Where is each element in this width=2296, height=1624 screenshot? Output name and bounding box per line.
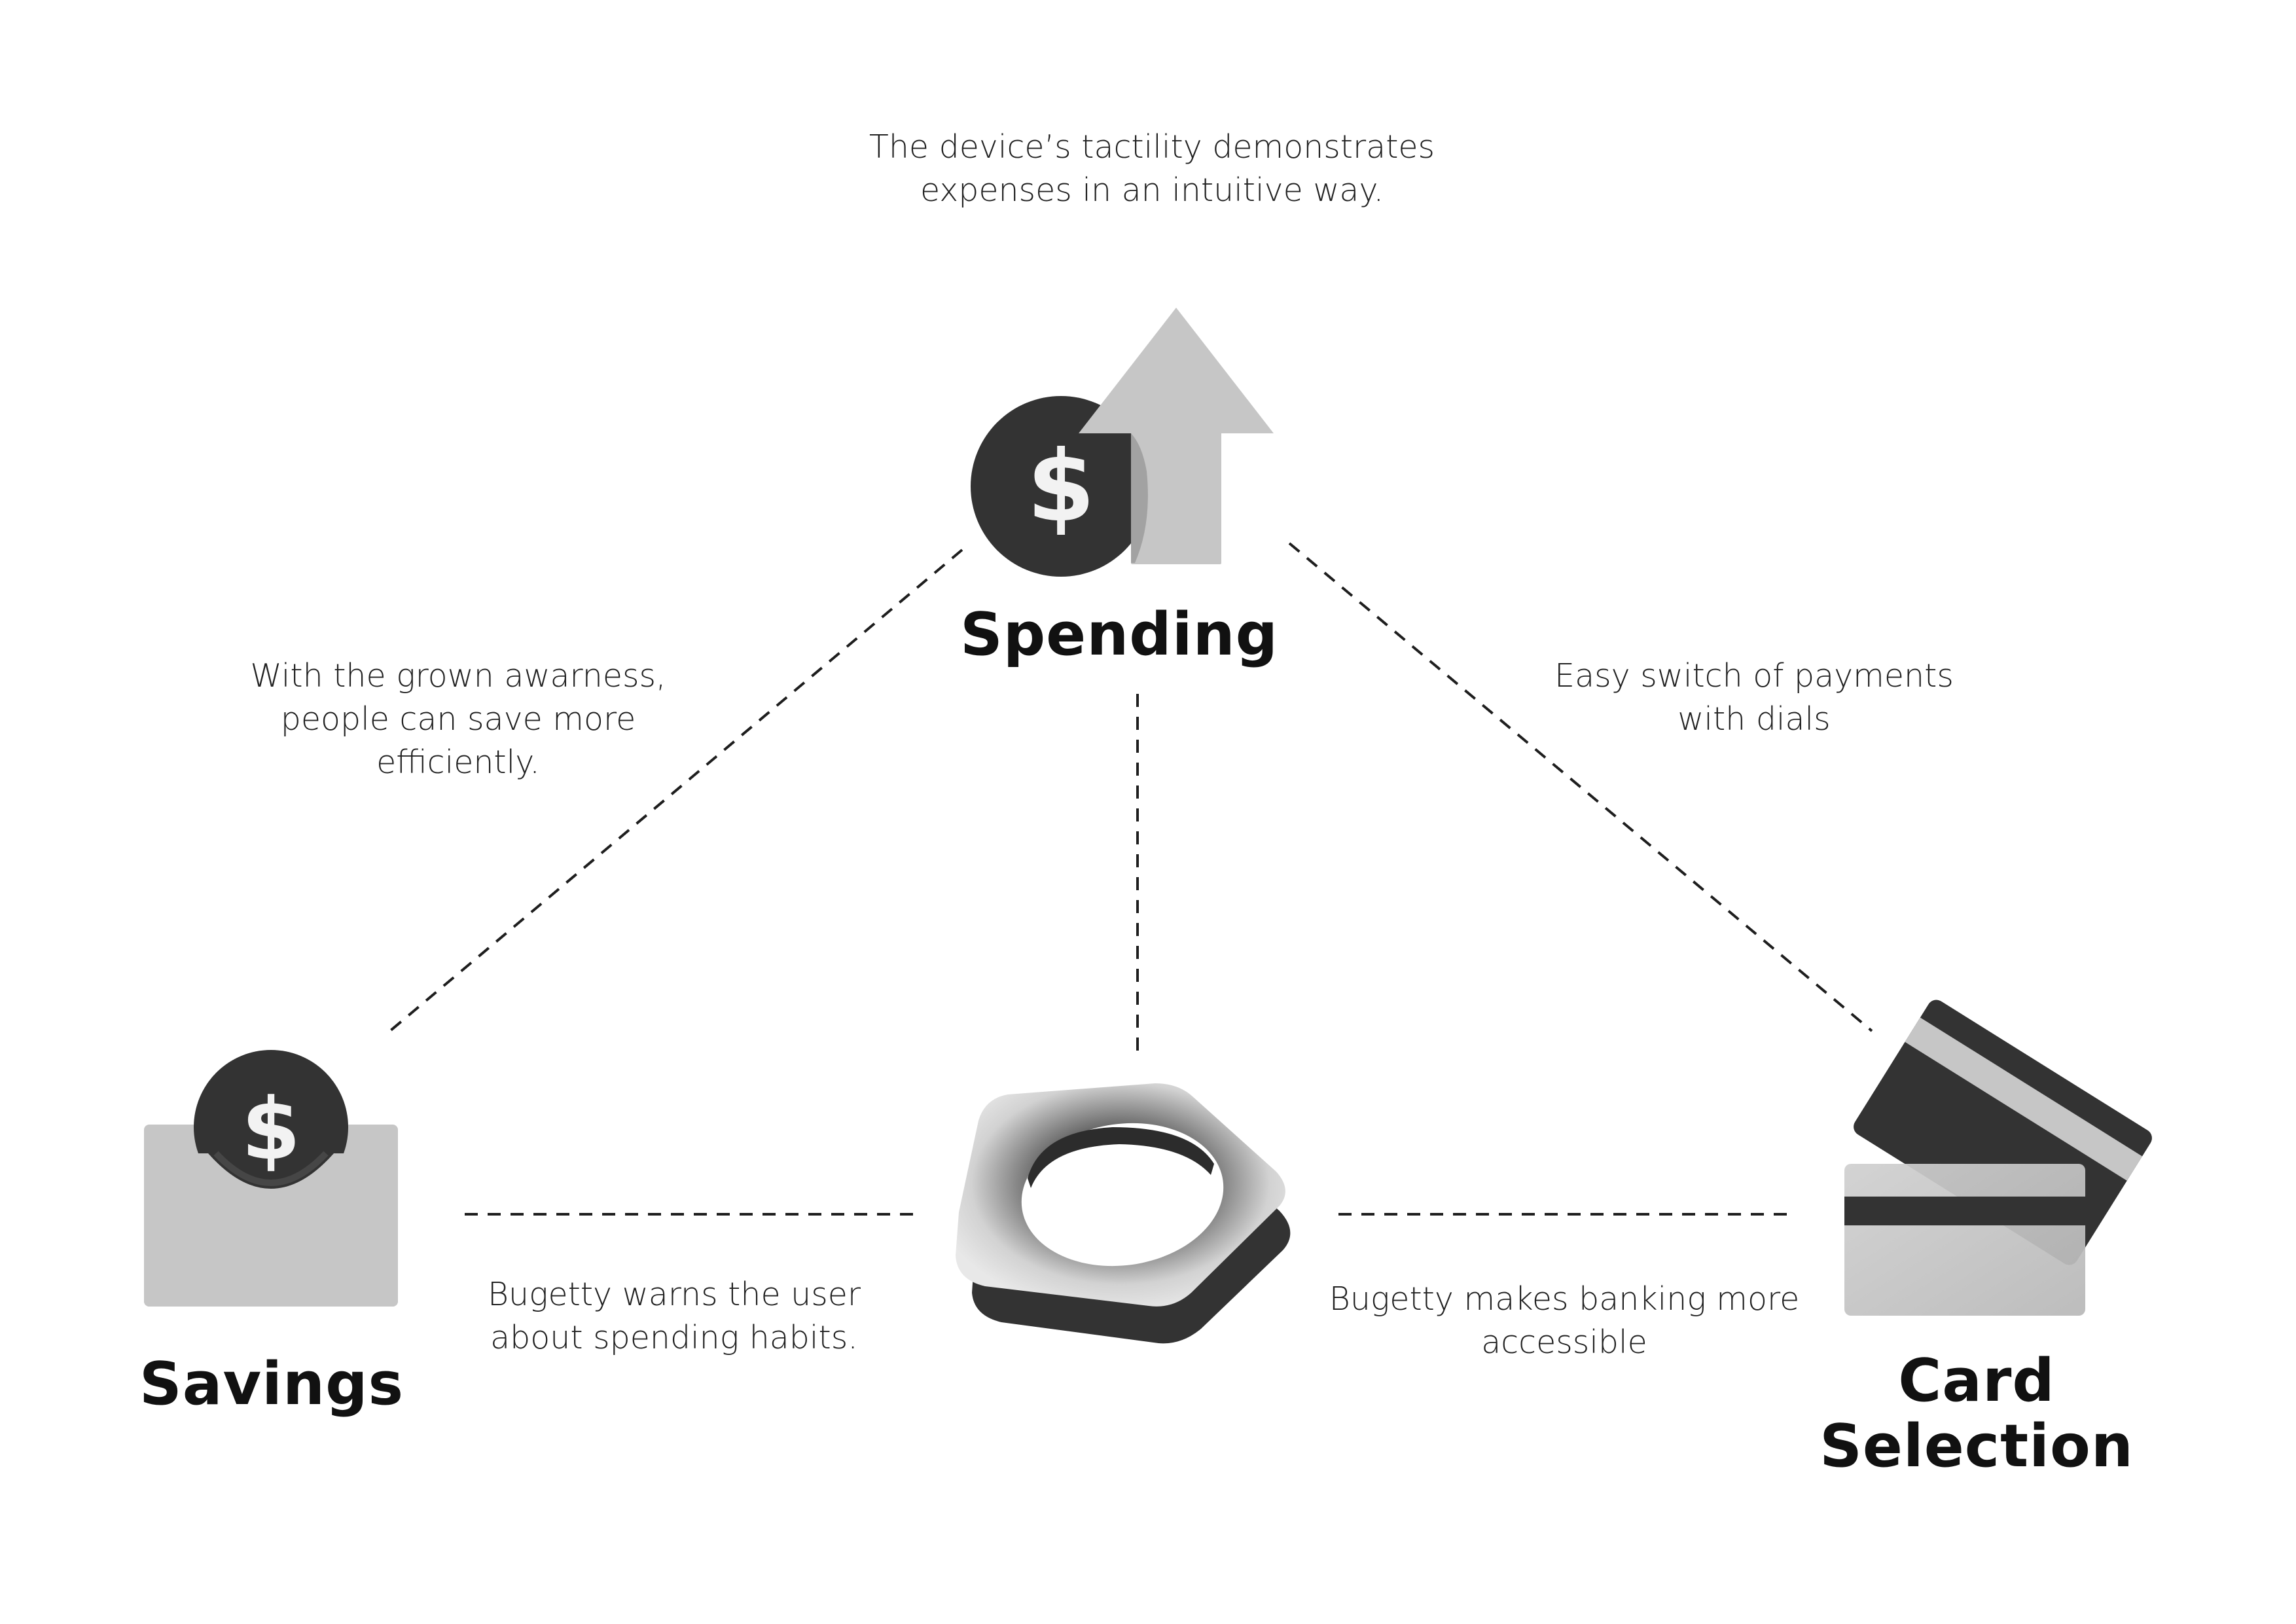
spending-label: Spending <box>960 600 1279 669</box>
arrow-up-shape <box>1079 308 1274 564</box>
warning-description: Bugetty warns the user about spending ha… <box>487 1276 861 1356</box>
spending-icon: $ <box>971 308 1274 577</box>
front-card <box>1844 1164 2085 1316</box>
connector-spending-savings <box>385 549 963 1036</box>
device-hole <box>1021 1123 1224 1267</box>
front-card-stripe <box>1844 1197 2085 1225</box>
banking-description: Bugetty makes banking more accessible <box>1329 1280 1800 1361</box>
savings-label: Savings <box>139 1350 404 1418</box>
spending-description: The device’s tactility demonstrates expe… <box>869 128 1435 209</box>
savings-link-description: With the grown awarness, people can save… <box>250 657 666 781</box>
savings-icon: $ <box>144 1050 398 1307</box>
arrow-overlap-shadow <box>1131 433 1148 563</box>
device-hole-inner <box>1028 1127 1214 1188</box>
wallet-slot-shadow <box>213 1151 329 1186</box>
card-selection-label: Card Selection <box>1820 1346 2134 1481</box>
connector-lines <box>385 542 1873 1216</box>
connector-spending-card <box>1288 542 1873 1032</box>
cards-icon <box>1844 1000 2152 1316</box>
card-link-description: Easy switch of payments with dials <box>1554 657 1954 738</box>
wallet-front <box>144 1153 398 1307</box>
device-icon <box>956 1083 1291 1344</box>
dollar-icon: $ <box>1027 430 1095 544</box>
dollar-icon: $ <box>242 1079 300 1179</box>
wallet-slot <box>208 1153 334 1189</box>
back-card-stripe <box>1905 1017 2143 1181</box>
coin-icon <box>971 396 1151 577</box>
